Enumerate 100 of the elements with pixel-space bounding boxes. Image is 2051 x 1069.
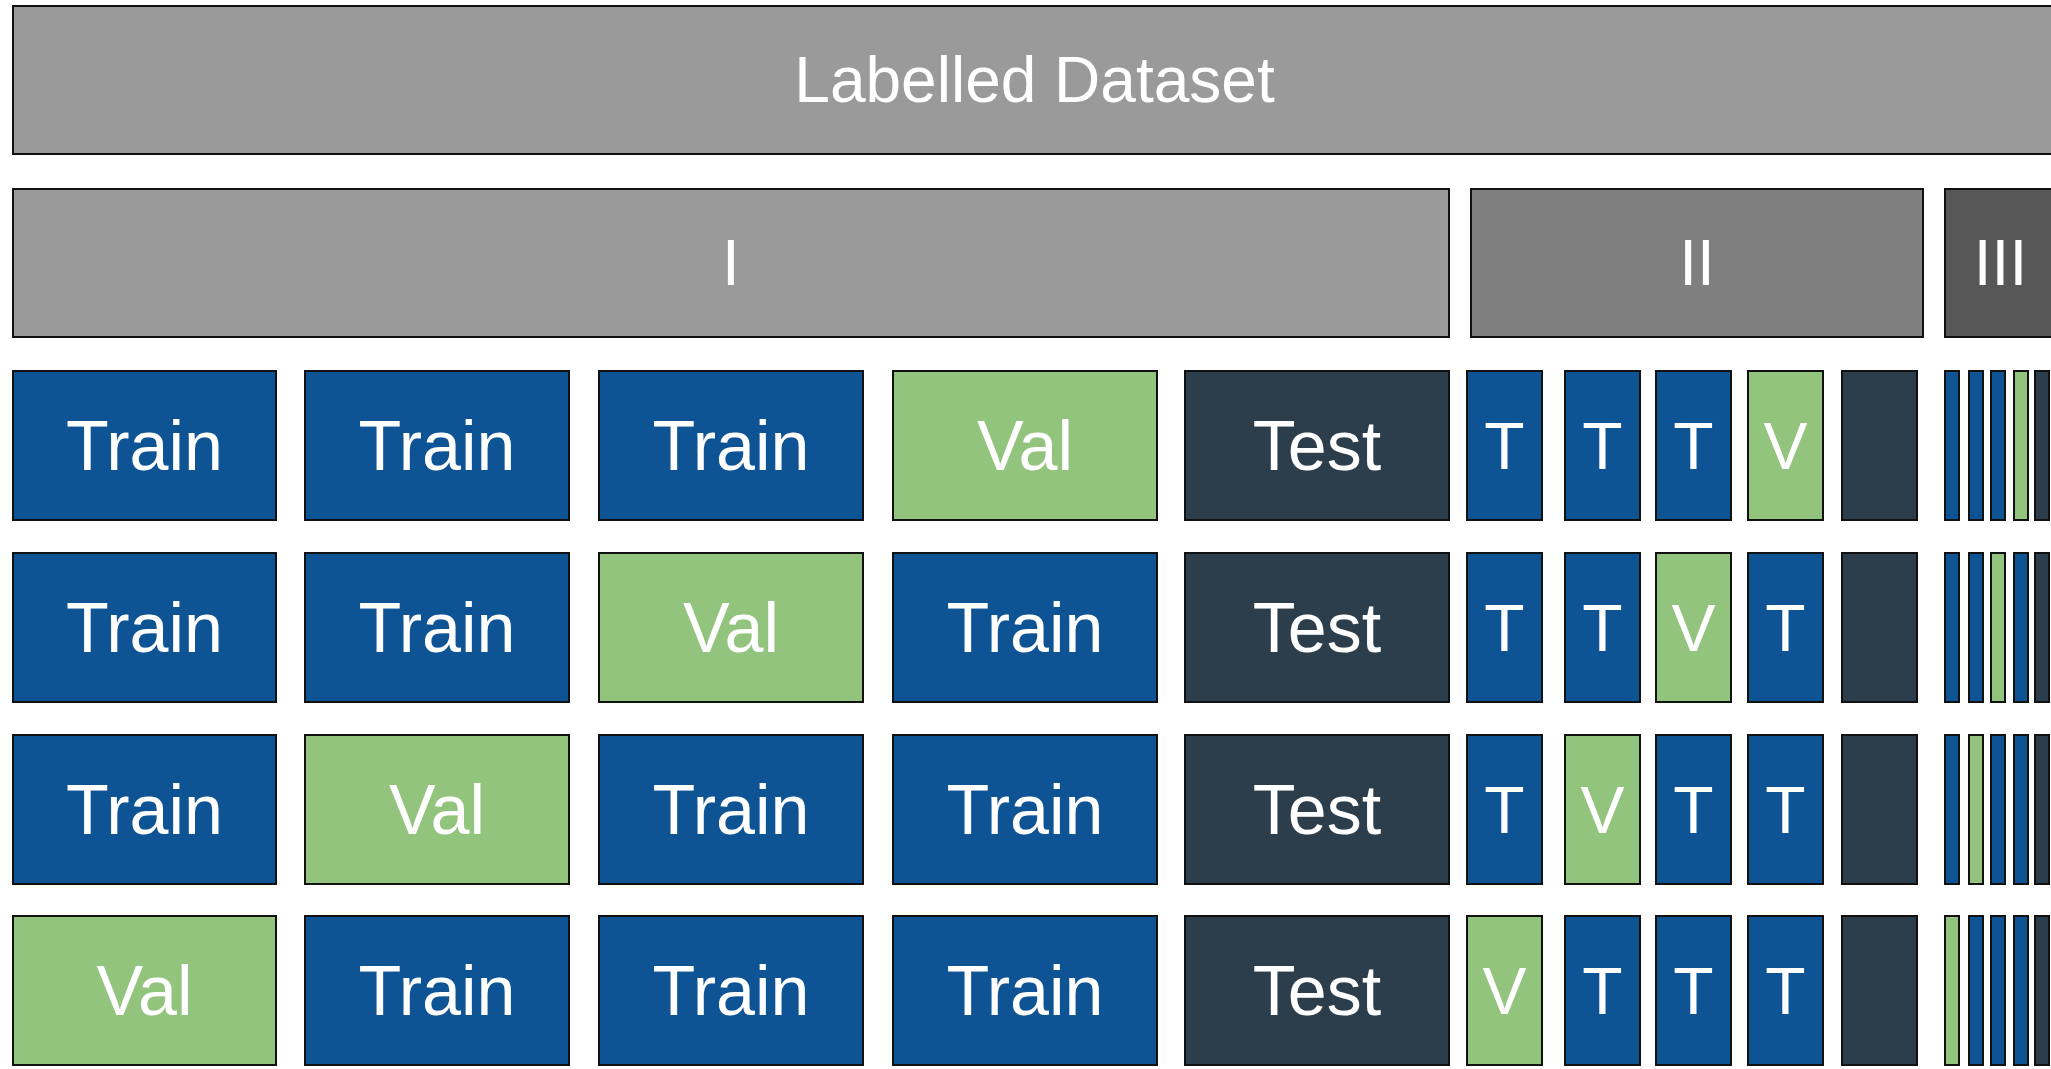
fold-label: Val xyxy=(96,955,193,1026)
fold-label: II xyxy=(1679,231,1715,295)
train-fold-box xyxy=(598,734,864,885)
fold-label: T xyxy=(1765,776,1806,843)
train-fold-bar xyxy=(1990,734,2006,885)
fold-label: Val xyxy=(977,410,1073,481)
fold-label: Val xyxy=(683,592,779,663)
validation-fold-box xyxy=(1655,552,1732,703)
fold-label: Train xyxy=(66,774,223,845)
train-fold-bar xyxy=(1944,734,1960,885)
train-fold-box xyxy=(598,370,864,521)
train-fold-box xyxy=(1564,552,1641,703)
partition-bar xyxy=(1944,188,2051,338)
train-fold-box xyxy=(1466,552,1543,703)
fold-label: T xyxy=(1673,957,1714,1024)
train-fold-bar xyxy=(1990,915,2006,1066)
fold-label: T xyxy=(1765,594,1806,661)
test-fold-bar xyxy=(2034,552,2050,703)
fold-label: Test xyxy=(1252,410,1382,481)
fold-label: T xyxy=(1582,412,1623,479)
train-fold-box xyxy=(1747,915,1824,1066)
fold-label: Train xyxy=(946,955,1104,1026)
train-fold-box xyxy=(12,370,277,521)
train-fold-bar xyxy=(1968,552,1984,703)
fold-label: Train xyxy=(652,774,810,845)
fold-label: Train xyxy=(66,410,223,481)
fold-label: Train xyxy=(358,410,516,481)
train-fold-bar xyxy=(1944,552,1960,703)
train-fold-box xyxy=(892,915,1158,1066)
test-fold-box xyxy=(1841,370,1918,521)
test-fold-bar xyxy=(2034,734,2050,885)
train-fold-box xyxy=(1747,734,1824,885)
fold-label: Val xyxy=(389,774,485,845)
fold-label: Train xyxy=(652,955,810,1026)
fold-label: Train xyxy=(358,592,516,663)
test-fold-box xyxy=(1841,552,1918,703)
test-fold-box xyxy=(1841,915,1918,1066)
fold-label: III xyxy=(1973,231,2028,295)
test-fold-box xyxy=(1841,734,1918,885)
partition-bar xyxy=(1470,188,1924,338)
fold-label: Train xyxy=(946,592,1104,663)
train-fold-bar xyxy=(1990,370,2006,521)
train-fold-box xyxy=(598,915,864,1066)
validation-fold-bar xyxy=(1990,552,2006,703)
train-fold-box xyxy=(1655,734,1732,885)
fold-label: T xyxy=(1582,594,1623,661)
test-fold-box xyxy=(1184,915,1450,1066)
train-fold-box xyxy=(12,734,277,885)
fold-label: Test xyxy=(1252,774,1382,845)
fold-label: Test xyxy=(1252,955,1382,1026)
train-fold-box xyxy=(304,915,570,1066)
validation-fold-box xyxy=(598,552,864,703)
fold-label: T xyxy=(1484,412,1525,479)
train-fold-bar xyxy=(2013,734,2029,885)
test-fold-bar xyxy=(2034,370,2050,521)
validation-fold-box xyxy=(892,370,1158,521)
test-fold-box xyxy=(1184,552,1450,703)
test-fold-bar xyxy=(2034,915,2050,1066)
train-fold-box xyxy=(304,370,570,521)
validation-fold-bar xyxy=(1944,915,1960,1066)
train-fold-bar xyxy=(2013,915,2029,1066)
fold-label: Train xyxy=(66,592,223,663)
train-fold-box xyxy=(1466,734,1543,885)
train-fold-box xyxy=(12,552,277,703)
fold-label: Test xyxy=(1252,592,1382,663)
train-fold-box xyxy=(1747,552,1824,703)
fold-label: T xyxy=(1673,412,1714,479)
train-fold-box xyxy=(1655,915,1732,1066)
fold-label: V xyxy=(1671,594,1716,661)
validation-fold-box xyxy=(1564,734,1641,885)
validation-fold-box xyxy=(1747,370,1824,521)
train-fold-box xyxy=(304,552,570,703)
fold-label: Train xyxy=(652,410,810,481)
partition-bar xyxy=(12,188,1450,338)
test-fold-box xyxy=(1184,734,1450,885)
validation-fold-box xyxy=(304,734,570,885)
train-fold-bar xyxy=(1968,370,1984,521)
fold-label: T xyxy=(1484,594,1525,661)
fold-label: V xyxy=(1580,776,1625,843)
fold-label: T xyxy=(1673,776,1714,843)
validation-fold-bar xyxy=(1968,734,1984,885)
fold-label: Labelled Dataset xyxy=(794,48,1275,112)
fold-label: V xyxy=(1763,412,1808,479)
fold-label: Train xyxy=(358,955,516,1026)
train-fold-bar xyxy=(2013,552,2029,703)
fold-label: T xyxy=(1484,776,1525,843)
train-fold-box xyxy=(1655,370,1732,521)
train-fold-box xyxy=(1466,370,1543,521)
train-fold-bar xyxy=(1968,915,1984,1066)
fold-label: T xyxy=(1582,957,1623,1024)
fold-label: T xyxy=(1765,957,1806,1024)
train-fold-box xyxy=(1564,915,1641,1066)
validation-fold-bar xyxy=(2013,370,2029,521)
train-fold-bar xyxy=(1944,370,1960,521)
fold-label: V xyxy=(1482,957,1527,1024)
train-fold-box xyxy=(892,552,1158,703)
fold-label: Train xyxy=(946,774,1104,845)
validation-fold-box xyxy=(1466,915,1543,1066)
train-fold-box xyxy=(1564,370,1641,521)
fold-label: I xyxy=(722,231,740,295)
